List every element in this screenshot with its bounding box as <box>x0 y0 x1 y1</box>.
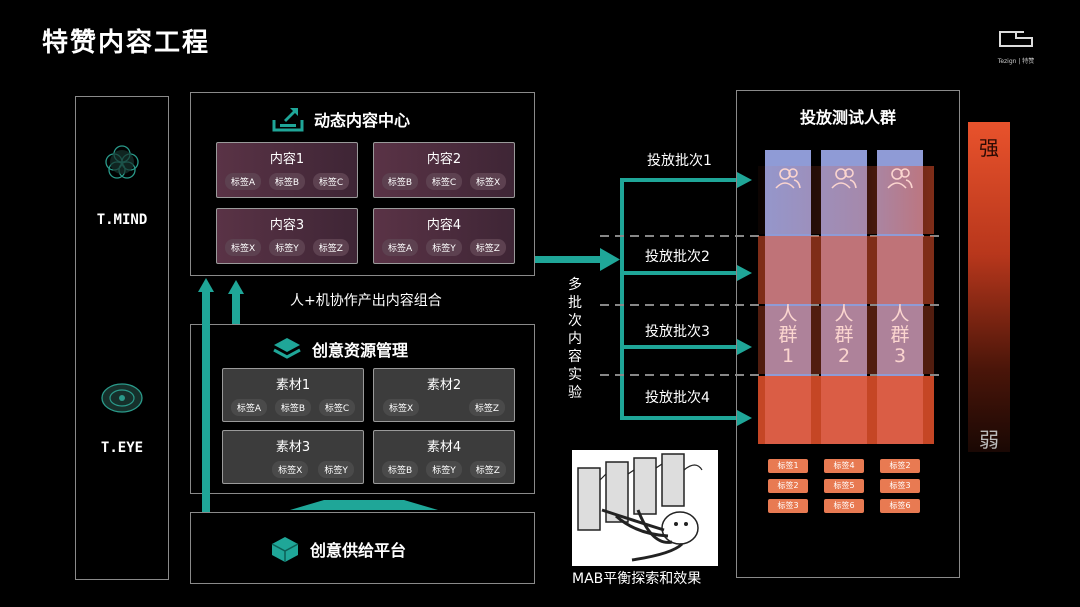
mab-caption: MAB平衡探索和效果 <box>572 571 702 587</box>
resource-management <box>190 324 535 494</box>
tag: 标签Y <box>269 239 305 256</box>
tag: 标签Z <box>469 239 506 256</box>
tag: 标签C <box>425 173 463 190</box>
content-card-title: 内容3 <box>269 218 305 233</box>
tezign-logo: Tezign | 特赞 <box>996 28 1036 65</box>
audience-tag: 标签3 <box>880 479 920 493</box>
result-band-2 <box>758 236 934 304</box>
people-icon <box>831 168 857 189</box>
tag: 标签Y <box>426 461 462 478</box>
batch-label-1: 投放批次1 <box>647 153 712 169</box>
tag: 标签A <box>382 239 419 256</box>
t-mind-icon <box>105 145 139 179</box>
tezign-logo-icon <box>999 31 1033 47</box>
tag: 标签X <box>469 173 507 190</box>
audience-tag: 标签5 <box>824 479 864 493</box>
material-card-title: 素材3 <box>275 440 311 455</box>
content-card-title: 内容4 <box>426 218 462 233</box>
dynamic-content-center <box>190 92 535 276</box>
strength-strong-label: 强 <box>979 136 999 160</box>
tag: 标签Y <box>318 461 354 478</box>
supply-title: 创意供给平台 <box>310 541 407 560</box>
t-mind-label: T.MIND <box>96 212 148 228</box>
material-card-1: 素材1 标签A 标签B 标签C <box>222 368 364 422</box>
t-eye-label: T.EYE <box>100 440 144 456</box>
tag: 标签A <box>230 399 268 416</box>
cube-icon <box>271 537 299 562</box>
tag: 标签Z <box>468 399 506 416</box>
people-icon <box>887 168 913 189</box>
audience-group-label: 人群3 <box>890 303 910 367</box>
collab-label: 人+机协作产出内容组合 <box>290 293 442 309</box>
inbox-upload-icon <box>272 108 304 132</box>
tag: 标签B <box>274 399 312 416</box>
content-card-2: 内容2 标签B 标签C 标签X <box>373 142 515 198</box>
logo-text: Tezign | 特赞 <box>997 58 1035 65</box>
audience-tag: 标签2 <box>880 459 920 473</box>
dynamic-center-title: 动态内容中心 <box>314 111 411 130</box>
material-card-title: 素材4 <box>426 440 462 455</box>
dynamic-center-header: 动态内容中心 <box>272 106 410 132</box>
audience-panel <box>736 90 960 578</box>
strength-weak-label: 弱 <box>979 428 999 452</box>
material-card-3: 素材3 标签 标签X 标签Y <box>222 430 364 484</box>
audience-tag: 标签3 <box>768 499 808 513</box>
audience-title: 投放测试人群 <box>799 108 896 127</box>
supply-platform <box>190 512 535 584</box>
tag: 标签Z <box>312 239 349 256</box>
batch-label-2: 投放批次2 <box>645 249 710 265</box>
people-icon <box>775 168 801 189</box>
content-card-3: 内容3 标签X 标签Y 标签Z <box>216 208 358 264</box>
audience-group-label: 人群2 <box>834 303 854 367</box>
material-card-2: 素材2 标签X 标签 标签Z <box>373 368 515 422</box>
audience-group-label: 人群1 <box>778 303 798 367</box>
content-card-title: 内容2 <box>426 152 462 167</box>
page-title: 特赞内容工程 <box>42 28 211 58</box>
tag: 标签Z <box>469 461 506 478</box>
layers-icon <box>273 338 301 359</box>
mab-illustration <box>572 450 718 566</box>
audience-tag: 标签1 <box>768 459 808 473</box>
tag: 标签C <box>312 173 350 190</box>
result-band-3 <box>758 306 934 374</box>
result-band-4 <box>758 376 934 444</box>
t-eye-icon <box>101 383 143 413</box>
batch-label-3: 投放批次3 <box>645 324 710 340</box>
tag: 标签B <box>382 461 419 478</box>
resource-header: 创意资源管理 <box>272 336 408 362</box>
tag: 标签A <box>224 173 262 190</box>
tag: 标签X <box>272 461 309 478</box>
audience-tag: 标签6 <box>824 499 864 513</box>
material-card-4: 素材4 标签B 标签Y 标签Z <box>373 430 515 484</box>
tag: 标签X <box>225 239 262 256</box>
content-card-1: 内容1 标签A 标签B 标签C <box>216 142 358 198</box>
material-card-title: 素材1 <box>275 378 311 393</box>
supply-header: 创意供给平台 <box>270 535 406 563</box>
audience-tag: 标签4 <box>824 459 864 473</box>
tag: 标签Y <box>426 239 462 256</box>
content-card-4: 内容4 标签A 标签Y 标签Z <box>373 208 515 264</box>
material-card-title: 素材2 <box>426 378 462 393</box>
experiment-label: 多批次内容实验 <box>568 277 582 401</box>
content-card-title: 内容1 <box>269 152 305 167</box>
audience-tag: 标签6 <box>880 499 920 513</box>
tag: 标签B <box>268 173 306 190</box>
tag: 标签C <box>318 399 356 416</box>
resource-title: 创意资源管理 <box>312 341 409 360</box>
tag: 标签B <box>381 173 419 190</box>
strength-gradient-bar <box>968 122 1010 452</box>
audience-tag: 标签2 <box>768 479 808 493</box>
batch-label-4: 投放批次4 <box>645 390 710 406</box>
sidebar-panel <box>75 96 169 580</box>
tag: 标签X <box>382 399 420 416</box>
